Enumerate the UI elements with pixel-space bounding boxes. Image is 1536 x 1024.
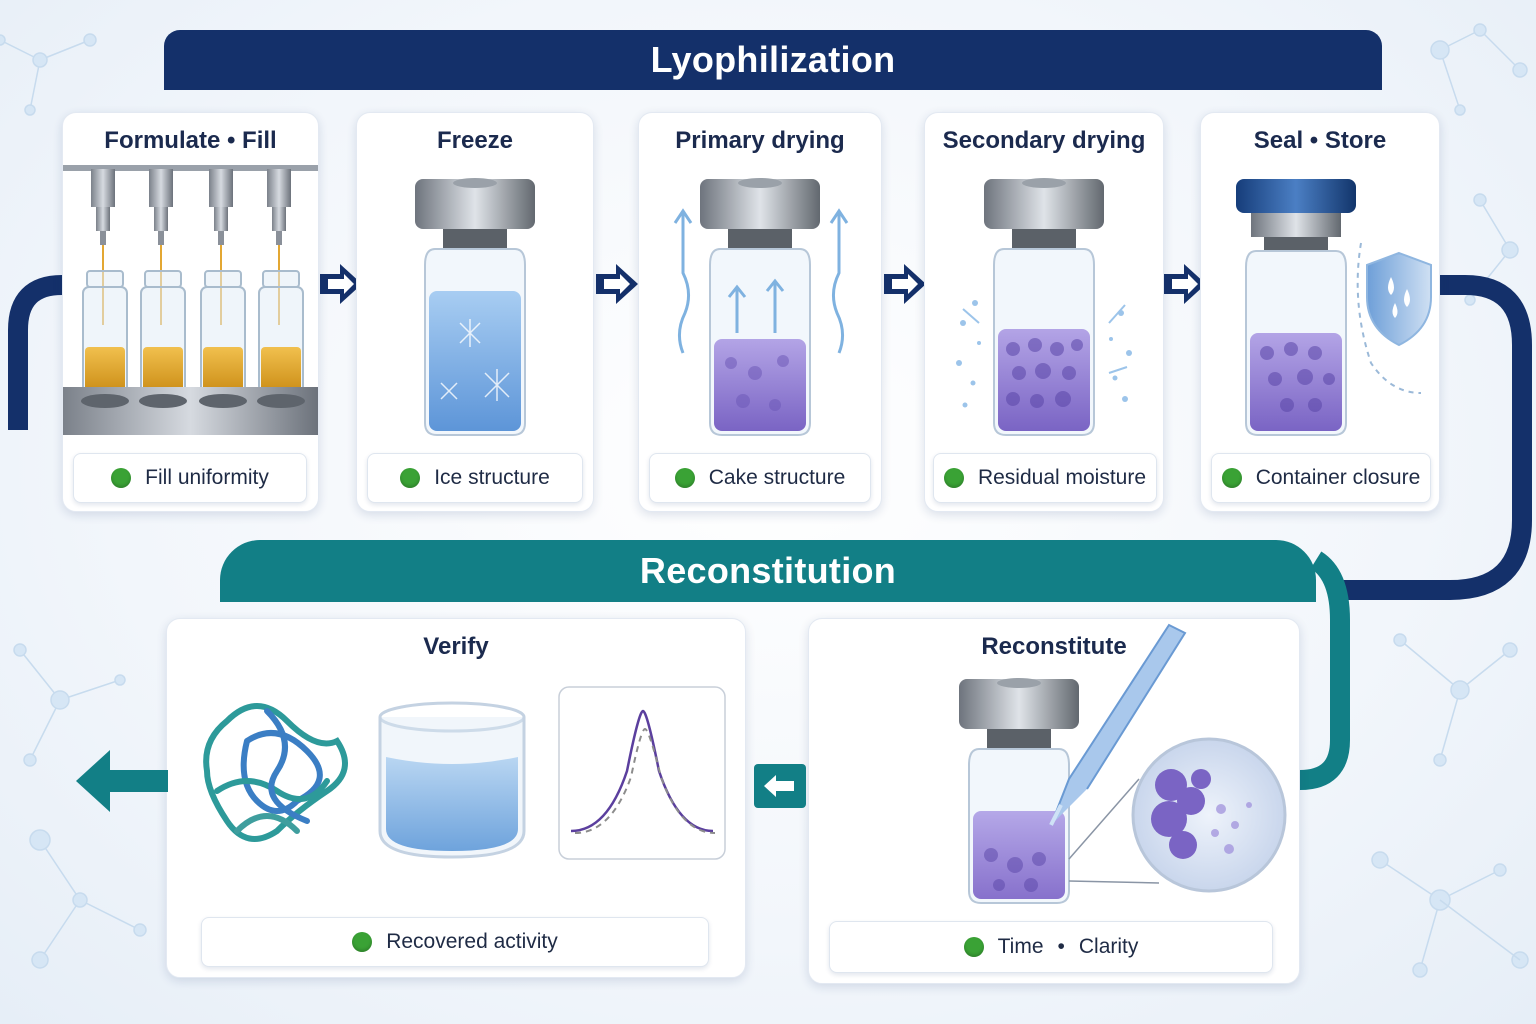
status-pill: Residual moisture [933,453,1157,503]
status-label: Container closure [1255,466,1421,489]
sublimation-vial-icon [673,178,849,436]
right-arrow-icon [1164,264,1206,304]
reconstitution-banner: Reconstitution [220,540,1316,602]
status-pill: Recovered activity [201,917,709,967]
right-arrow-icon [596,264,638,304]
step-card-formulate-fill: Formulate • Fill Fill unif [62,112,319,512]
status-pill: Fill uniformity [73,453,307,503]
step-title: Reconstitute [981,633,1127,660]
lyophilization-banner: Lyophilization [164,30,1382,90]
desorption-vial-icon [956,178,1132,436]
left-arrow-icon [754,764,806,808]
status-pill: Ice structure [367,453,583,503]
status-ok-indicator [352,932,373,952]
status-label: Ice structure [434,466,550,489]
step-card-seal-store: Seal • Store Container closure [1200,112,1440,512]
status-ok-indicator [400,468,421,488]
step-title: Seal • Store [1253,127,1387,154]
step-title: Freeze [436,127,514,154]
status-label-time: Time [997,935,1044,958]
status-label: Cake structure [708,466,846,489]
status-ok-indicator [1221,468,1242,488]
left-arrow-icon [76,750,168,812]
protein-beaker-peak-icon [203,686,726,860]
step-card-primary-drying: Primary drying Cake structure [638,112,882,512]
status-ok-indicator [963,937,984,957]
sealed-vial-shield-icon [1236,179,1432,436]
status-pill: Time • Clarity [829,921,1273,973]
filling-nozzles-vials-icon [63,165,318,435]
status-label: Residual moisture [977,466,1147,489]
status-pill: Container closure [1211,453,1431,503]
status-label-clarity: Clarity [1078,935,1139,958]
step-card-secondary-drying: Secondary drying Residual moisture [924,112,1164,512]
right-arrow-icon [320,264,362,304]
status-label: Fill uniformity [145,466,269,489]
status-label: Recovered activity [386,930,558,953]
step-title: Formulate • Fill [104,127,277,154]
status-ok-indicator [943,468,964,488]
step-card-freeze: Freeze Ice structure [356,112,594,512]
reconstitution-title: Reconstitution [639,550,897,591]
step-title: Primary drying [675,127,845,154]
step-title: Secondary drying [942,127,1146,154]
lyophilization-title: Lyophilization [650,39,896,80]
pipette-vial-magnifier-icon [959,623,1287,904]
status-ok-indicator [111,468,132,488]
frozen-vial-icon [415,178,535,436]
status-pill: Cake structure [649,453,871,503]
step-card-reconstitute: Reconstitute Time • Clarity [808,618,1300,984]
separator-bullet: • [1057,935,1065,958]
step-card-verify: Verify Recovered activity [166,618,746,978]
status-ok-indicator [674,468,695,488]
step-title: Verify [423,633,489,660]
right-arrow-icon [884,264,926,304]
